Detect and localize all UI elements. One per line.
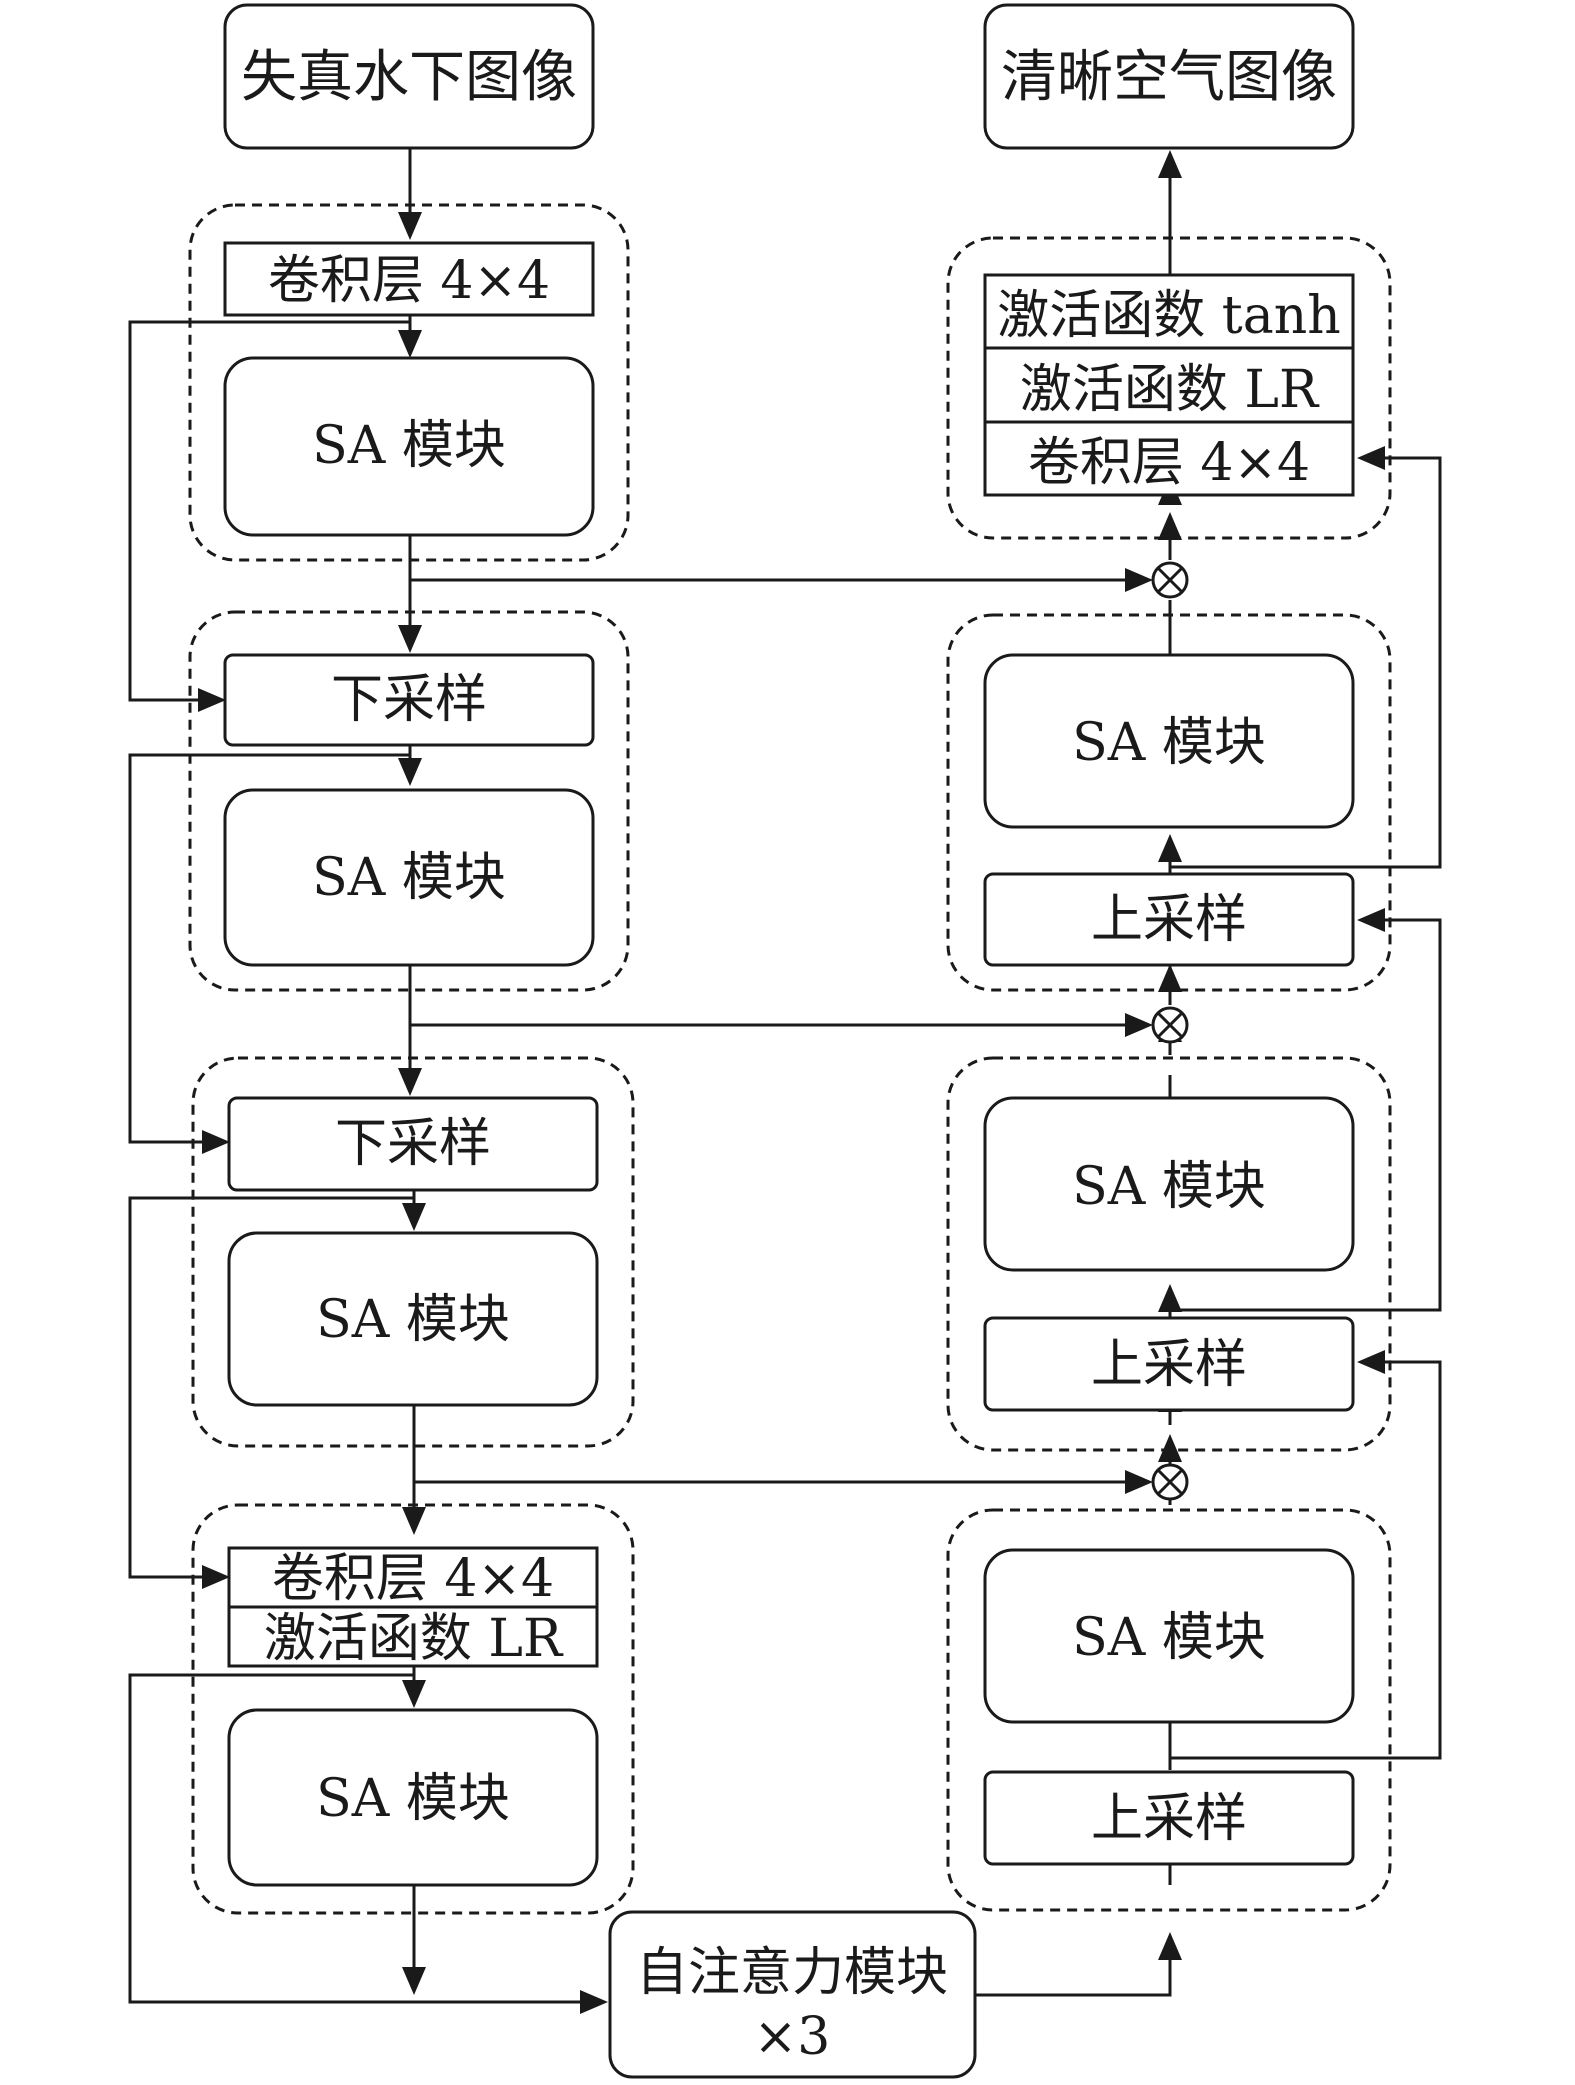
self-attention-repeat: ×3 <box>754 2007 831 2067</box>
multiply-node-1 <box>1151 561 1189 599</box>
decoder-upsample-1: 上采样 <box>983 872 1355 967</box>
encoder-sa-block-3: SA 模块 <box>227 1231 599 1407</box>
output-box: 清晰空气图像 <box>983 3 1355 150</box>
decoder-upsample-label-1: 上采样 <box>1091 890 1247 950</box>
decoder-activation-lr-label: 激活函数 LR <box>1020 360 1320 420</box>
decoder-tanh-label: 激活函数 tanh <box>997 286 1340 346</box>
encoder-conv-box: 卷积层 4×4 <box>223 241 595 317</box>
encoder-conv-activation-box: 卷积层 4×4 激活函数 LR <box>227 1546 599 1669</box>
decoder-sa-label-2: SA 模块 <box>1072 1157 1266 1217</box>
encoder-sa-block-2: SA 模块 <box>223 788 595 967</box>
decoder-sa-block-1: SA 模块 <box>983 653 1355 829</box>
input-box: 失真水下图像 <box>223 3 595 150</box>
encoder-sa-label-4: SA 模块 <box>316 1769 510 1829</box>
encoder-sa-label-2: SA 模块 <box>312 848 506 908</box>
encoder-downsample-label-1: 下采样 <box>331 670 487 730</box>
decoder-group-3 <box>946 1508 1392 1912</box>
self-attention-label: 自注意力模块 <box>636 1943 948 2003</box>
encoder-conv-label: 卷积层 4×4 <box>268 251 550 311</box>
decoder-sa-block-2: SA 模块 <box>983 1096 1355 1272</box>
input-label: 失真水下图像 <box>241 45 577 110</box>
decoder-upsample-label-2: 上采样 <box>1091 1335 1247 1395</box>
decoder-sa-label-3: SA 模块 <box>1072 1608 1266 1668</box>
multiply-node-3 <box>1151 1463 1189 1501</box>
self-attention-box: 自注意力模块 ×3 <box>608 1910 977 2079</box>
encoder-sa-label-3: SA 模块 <box>316 1290 510 1350</box>
encoder-sa-block-4: SA 模块 <box>227 1708 599 1887</box>
decoder-upsample-label-3: 上采样 <box>1091 1789 1247 1849</box>
encoder-conv-label-2: 卷积层 4×4 <box>272 1549 554 1609</box>
encoder-sa-label-1: SA 模块 <box>312 416 506 476</box>
encoder-downsample-1: 下采样 <box>223 653 595 747</box>
encoder-sa-block-1: SA 模块 <box>223 356 595 537</box>
decoder-output-stack: 激活函数 tanh 激活函数 LR 卷积层 4×4 <box>983 273 1355 497</box>
output-label: 清晰空气图像 <box>1001 45 1337 110</box>
encoder-downsample-label-2: 下采样 <box>335 1114 491 1174</box>
encoder-activation-lr-label: 激活函数 LR <box>264 1609 564 1669</box>
decoder-conv-label: 卷积层 4×4 <box>1028 433 1310 493</box>
decoder-upsample-2: 上采样 <box>983 1316 1355 1412</box>
encoder-downsample-2: 下采样 <box>227 1096 599 1192</box>
decoder-upsample-3: 上采样 <box>983 1770 1355 1866</box>
decoder-sa-block-3: SA 模块 <box>983 1548 1355 1724</box>
encoder-group-3 <box>191 1056 635 1448</box>
multiply-node-2 <box>1151 1006 1189 1044</box>
decoder-sa-label-1: SA 模块 <box>1072 713 1266 773</box>
